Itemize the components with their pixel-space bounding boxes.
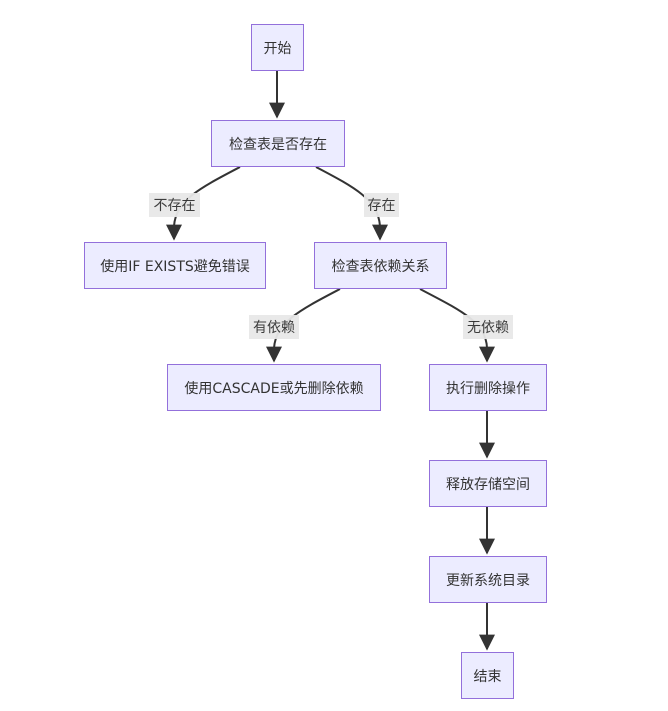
node-start[interactable]: 开始 [251,24,304,71]
edge-label-has-deps: 有依赖 [249,315,299,339]
node-free-space[interactable]: 释放存储空间 [429,460,547,507]
node-check-deps-label: 检查表依赖关系 [331,258,430,275]
node-cascade[interactable]: 使用CASCADE或先删除依赖 [167,364,381,411]
node-check-exists[interactable]: 检查表是否存在 [211,120,345,167]
node-start-label: 开始 [263,40,292,57]
node-check-exists-label: 检查表是否存在 [229,136,327,153]
node-if-exists-label: 使用IF EXISTS避免错误 [100,258,250,275]
node-if-exists[interactable]: 使用IF EXISTS避免错误 [84,242,266,289]
node-end[interactable]: 结束 [461,652,514,699]
node-drop-label: 执行删除操作 [446,380,530,397]
edge-label-exists: 存在 [364,193,399,217]
node-update-catalog-label: 更新系统目录 [446,572,530,589]
node-check-deps[interactable]: 检查表依赖关系 [314,242,447,289]
edge-label-not-exists: 不存在 [149,193,200,217]
node-cascade-label: 使用CASCADE或先删除依赖 [184,380,364,397]
node-free-space-label: 释放存储空间 [446,476,530,493]
node-update-catalog[interactable]: 更新系统目录 [429,556,547,603]
node-drop[interactable]: 执行删除操作 [429,364,547,411]
edge-label-no-deps: 无依赖 [463,315,513,339]
node-end-label: 结束 [473,668,502,685]
